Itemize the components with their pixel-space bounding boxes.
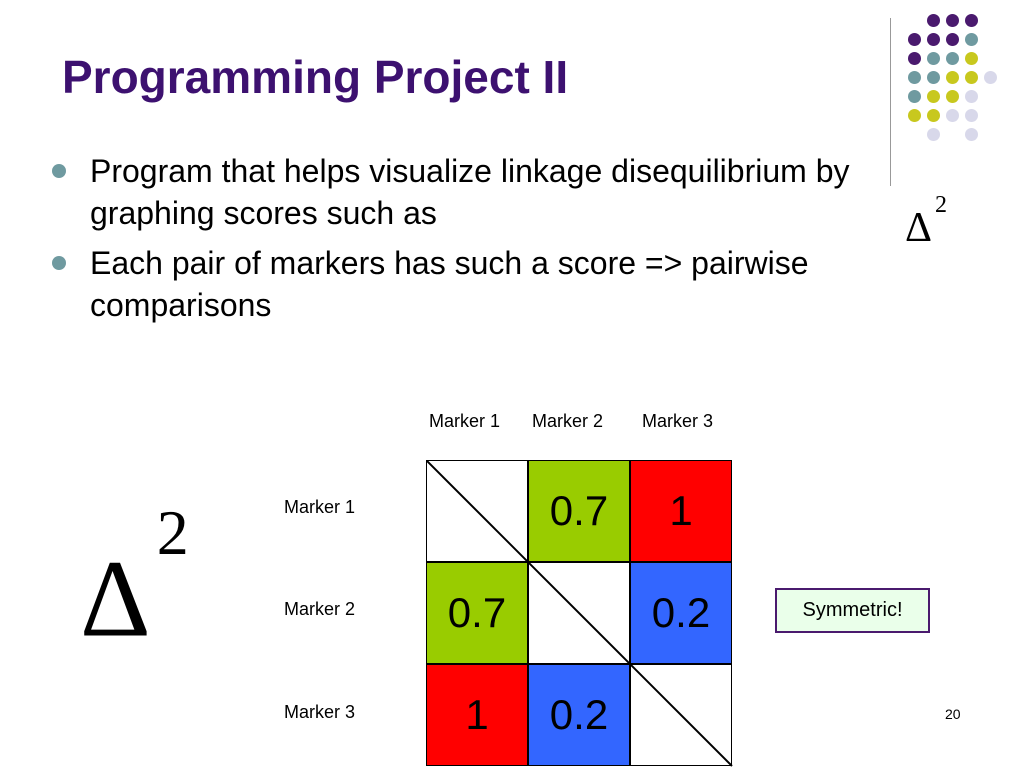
matrix-cell-3-1: 1: [426, 664, 528, 766]
decorative-dot: [965, 71, 978, 84]
bullet-list: Program that helps visualize linkage dis…: [50, 150, 930, 334]
matrix-cell-2-3: 0.2: [630, 562, 732, 664]
decorative-dot: [908, 109, 921, 122]
decorative-dot: [965, 14, 978, 27]
decorative-dot: [946, 52, 959, 65]
divider-line: [890, 18, 891, 186]
decorative-dot: [946, 33, 959, 46]
decorative-dot: [965, 128, 978, 141]
slide-title: Programming Project II: [62, 51, 569, 103]
column-label-marker-2: Marker 2: [532, 411, 604, 431]
matrix-cell-3-3: [630, 664, 732, 766]
decorative-dot: [984, 71, 997, 84]
decorative-dot: [927, 33, 940, 46]
decorative-dot: [965, 52, 978, 65]
delta-exponent: 2: [156, 497, 189, 568]
matrix-cell-1-3: 1: [630, 460, 732, 562]
decorative-dot: [965, 33, 978, 46]
matrix-cell-2-1: 0.7: [426, 562, 528, 664]
column-label-marker-3: Marker 3: [642, 411, 714, 431]
bullet-text: Each pair of markers has such a score =>…: [90, 245, 809, 323]
decorative-dot: [946, 109, 959, 122]
decorative-dot: [908, 52, 921, 65]
bullet-item: Program that helps visualize linkage dis…: [50, 150, 930, 234]
symmetric-callout: Symmetric!: [775, 588, 930, 633]
decorative-dot: [965, 109, 978, 122]
matrix-cell-3-2: 0.2: [528, 664, 630, 766]
delta-base: Δ: [905, 205, 933, 251]
decorative-dot: [946, 14, 959, 27]
row-label-marker-2: Marker 2: [284, 599, 356, 619]
decorative-dot: [946, 71, 959, 84]
column-label-marker-1: Marker 1: [429, 411, 501, 431]
decorative-dot: [927, 71, 940, 84]
decorative-dot: [908, 33, 921, 46]
page-number: 20: [945, 706, 961, 722]
delta-base: Δ: [80, 537, 151, 660]
large-delta-squared-symbol: Δ2: [80, 497, 189, 654]
bullet-dot-icon: [52, 256, 66, 270]
delta-exponent: 2: [935, 192, 948, 218]
matrix-cell-1-2: 0.7: [528, 460, 630, 562]
bullet-dot-icon: [52, 164, 66, 178]
decorative-dot: [927, 128, 940, 141]
decorative-dot: [927, 14, 940, 27]
bullet-text: Program that helps visualize linkage dis…: [90, 153, 850, 231]
decorative-dot: [927, 109, 940, 122]
decorative-dot: [946, 90, 959, 103]
pairwise-matrix: 0.7 1 0.7 0.2 1 0.2: [426, 460, 734, 768]
bullet-item: Each pair of markers has such a score =>…: [50, 242, 930, 326]
matrix-cell-1-1: [426, 460, 528, 562]
row-label-marker-1: Marker 1: [284, 497, 356, 517]
matrix-cell-2-2: [528, 562, 630, 664]
decorative-dot: [927, 52, 940, 65]
row-label-marker-3: Marker 3: [284, 702, 356, 722]
decorative-dot: [965, 90, 978, 103]
decorative-dot: [908, 90, 921, 103]
decorative-dot: [908, 71, 921, 84]
decorative-dot: [927, 90, 940, 103]
